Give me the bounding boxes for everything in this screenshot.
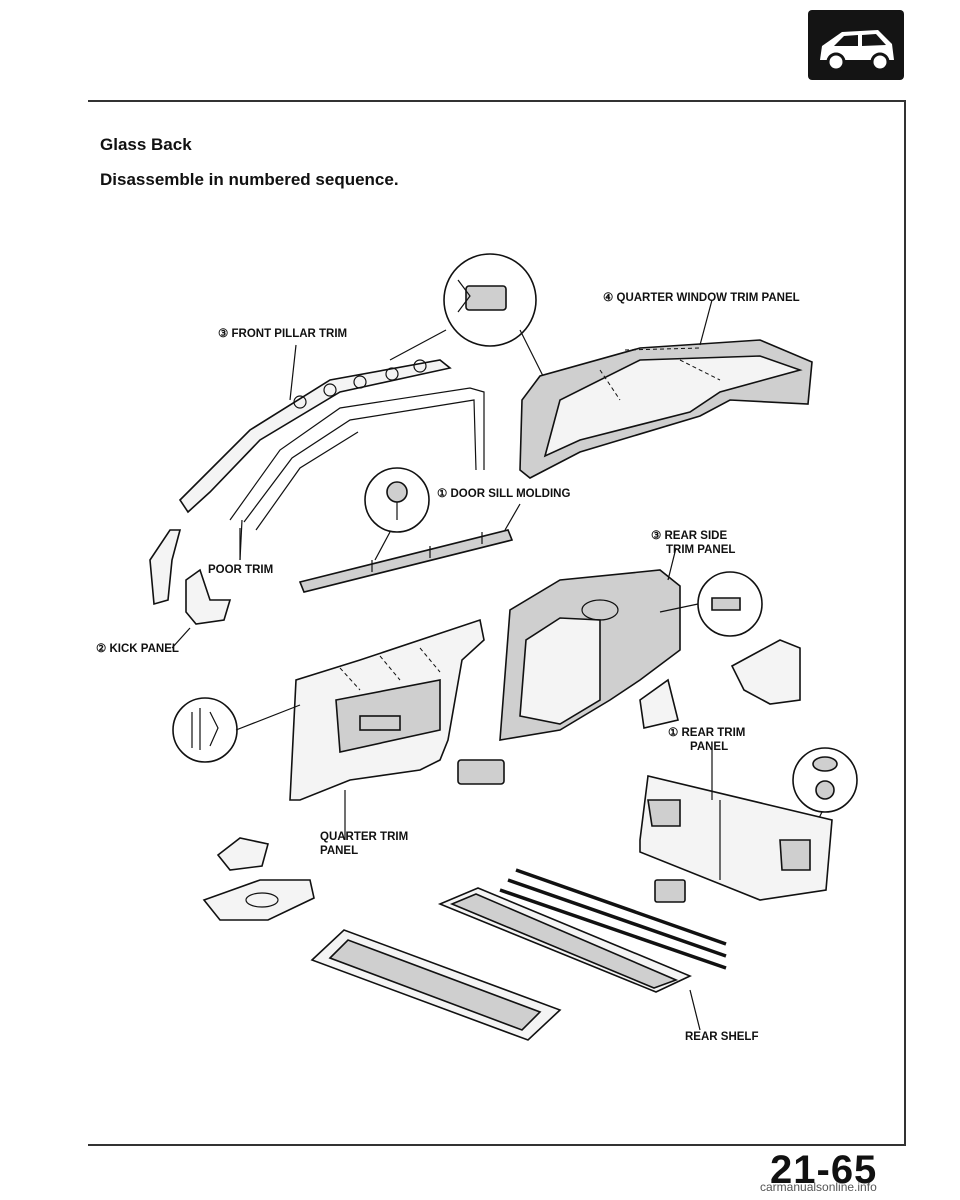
door-sill-molding [298,503,521,593]
clip-detail-callout-left [172,697,301,763]
label-quarter-trim-line2: PANEL [320,845,358,857]
tonneau-board [437,887,692,993]
door-sill-callout [364,467,430,561]
watermark: carmanualsonline.info [760,1180,877,1194]
top-rule [88,100,906,102]
side-cover-plate [457,639,801,785]
page-number: 21-65 [770,1148,878,1192]
clip-detail-callout-top [389,253,546,381]
quarter-window-trim-panel [519,299,813,479]
label-front-pillar-trim: ③ FRONT PILLAR TRIM [218,327,347,340]
label-rear-shelf: REAR SHELF [685,1031,758,1043]
label-quarter-window-trim: ④ QUARTER WINDOW TRIM PANEL [603,291,800,304]
kick-panel [149,519,243,649]
page-subheading: Disassemble in numbered sequence. [100,170,399,189]
front-pillar-trim [178,344,452,514]
rear-trim-panel [639,750,833,903]
right-rule [904,100,906,1146]
door-frame [229,387,485,531]
label-rear-side-line2: TRIM PANEL [666,544,735,556]
label-rear-trim-line2: PANEL [690,741,728,753]
label-door-sill-molding: ① DOOR SILL MOLDING [437,487,570,500]
label-quarter-trim-line1: QUARTER TRIM [320,831,408,843]
rear-side-trim-panel [499,547,681,741]
label-rear-trim-line1: ① REAR TRIM [668,726,745,739]
quarter-trim-panel [289,618,485,840]
speaker-parts [202,837,315,921]
page-heading: Glass Back [100,135,192,154]
label-poor-trim: POOR TRIM [208,564,273,576]
car-body-icon [808,10,904,80]
rear-shelf [310,929,701,1041]
label-kick-panel: ② KICK PANEL [96,642,179,655]
bottom-rule [88,1144,906,1146]
tonneau-rails [499,868,727,970]
screw-detail-callout [659,571,763,637]
label-rear-side-line1: ③ REAR SIDE [651,529,727,542]
